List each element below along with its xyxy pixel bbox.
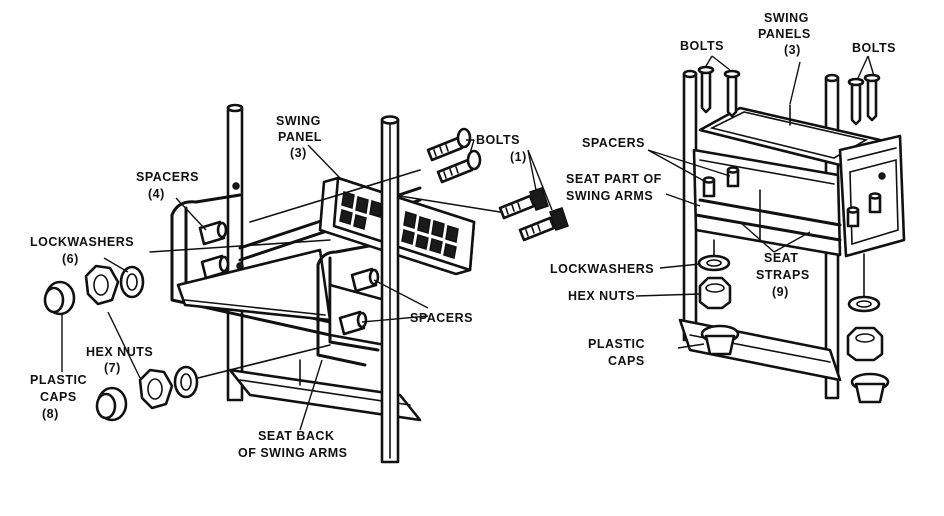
right-bolts	[697, 65, 881, 126]
left-seat-plate	[176, 248, 332, 322]
left-label-seat-back: SEAT BACK OF SWING ARMS	[238, 429, 348, 460]
left-base-rail	[228, 359, 422, 422]
label-line: BOLTS	[476, 133, 520, 147]
bolt	[498, 187, 549, 220]
left-guide-lines	[149, 169, 501, 381]
left-plastic-caps	[43, 280, 128, 422]
right-guide-lines	[713, 239, 865, 297]
left-label-swing-panel: SWING PANEL (3)	[276, 114, 322, 160]
label-line: PLASTIC	[30, 373, 87, 387]
bolt	[518, 207, 569, 242]
label-line: (3)	[290, 146, 307, 160]
label-line: (3)	[784, 43, 801, 57]
label-line: (7)	[104, 361, 121, 375]
label-line: (6)	[62, 252, 79, 266]
right-label-bolts-left: BOLTS	[680, 39, 724, 53]
label-line: SEAT	[764, 251, 798, 265]
right-spacers	[702, 166, 882, 228]
left-label-spacers-mid: SPACERS	[410, 311, 473, 325]
right-hardware-left	[697, 254, 740, 356]
right-label-seat-straps: SEAT STRAPS (9)	[756, 251, 810, 299]
label-line: CAPS	[608, 354, 645, 368]
label-line: (1)	[510, 150, 527, 164]
left-spacers-front	[338, 267, 380, 336]
left-lockwashers	[119, 265, 199, 399]
right-label-swing-panels: SWING PANELS (3)	[758, 11, 811, 57]
label-line: (8)	[42, 407, 59, 421]
right-label-spacers: SPACERS	[582, 136, 645, 150]
left-spacers-rear	[198, 182, 244, 280]
left-label-bolts: BOLTS (1)	[476, 133, 527, 164]
bolt	[426, 127, 472, 162]
label-line: STRAPS	[756, 268, 810, 282]
right-label-lockwashers: LOCKWASHERS	[550, 262, 654, 276]
left-label-spacers-top: SPACERS (4)	[136, 170, 199, 201]
right-assembly	[635, 55, 906, 404]
label-line: SEAT BACK	[258, 429, 335, 443]
right-leaders	[635, 55, 875, 349]
right-label-bolts-right: BOLTS	[852, 41, 896, 55]
label-line: (4)	[148, 187, 165, 201]
label-line: SPACERS	[136, 170, 199, 184]
label-line: SWING ARMS	[566, 189, 653, 203]
right-label-seat-part: SEAT PART OF SWING ARMS	[566, 172, 662, 203]
right-hardware-right	[846, 295, 890, 404]
label-line: PANELS	[758, 27, 811, 41]
label-line: HEX NUTS	[86, 345, 153, 359]
label-line: OF SWING ARMS	[238, 446, 348, 460]
left-label-lockwashers: LOCKWASHERS (6)	[30, 235, 134, 266]
right-label-hex-nuts: HEX NUTS	[568, 289, 635, 303]
right-label-plastic-caps: PLASTIC CAPS	[588, 337, 645, 368]
label-line: PANEL	[278, 130, 322, 144]
left-bolts	[426, 127, 569, 242]
label-line: SWING	[276, 114, 321, 128]
left-assembly	[43, 103, 569, 464]
label-line: SEAT PART OF	[566, 172, 662, 186]
label-line: PLASTIC	[588, 337, 645, 351]
label-line: LOCKWASHERS	[30, 235, 134, 249]
left-front-post	[380, 115, 400, 464]
left-leaders	[61, 139, 553, 431]
label-line: SWING	[764, 11, 809, 25]
right-seat-frame	[692, 148, 842, 257]
left-hex-nuts	[84, 264, 174, 410]
left-label-plastic-caps: PLASTIC CAPS (8)	[30, 373, 87, 421]
left-label-hex-nuts: HEX NUTS (7)	[86, 345, 153, 375]
label-line: (9)	[772, 285, 789, 299]
label-line: CAPS	[40, 390, 77, 404]
